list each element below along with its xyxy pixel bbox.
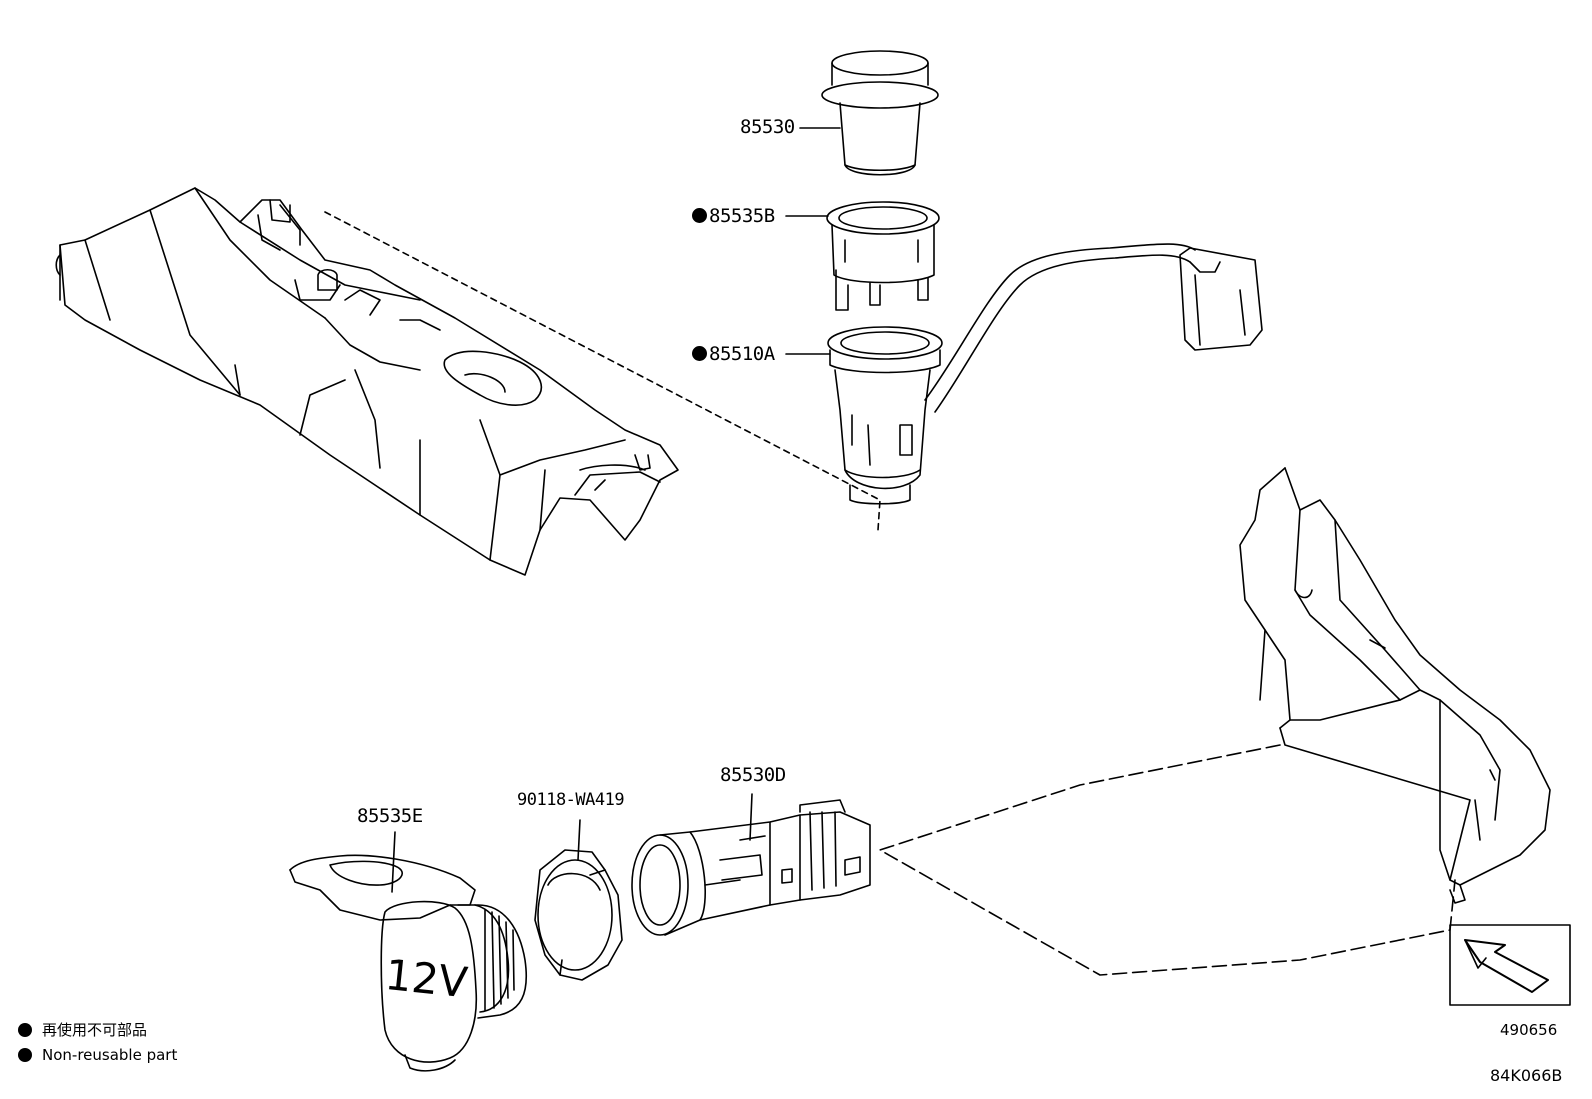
callout-85535b-row[interactable]: 85535B: [692, 205, 775, 227]
part-85535e-illustration: [289, 854, 527, 1072]
part-85530d-illustration: [631, 799, 871, 936]
callout-85535e[interactable]: 85535E: [357, 805, 423, 827]
callout-90118-wa419[interactable]: 90118-WA419: [517, 790, 625, 810]
leader-85530d: [749, 793, 753, 841]
diagram-id-code: 84K066B: [1490, 1066, 1563, 1085]
leader-85535e: [391, 831, 396, 893]
callout-85510a[interactable]: 85510A: [709, 343, 775, 365]
legend-dot-icon: [18, 1023, 32, 1037]
part-85510a-illustration: [827, 243, 1263, 505]
arrow-reference-code: 490656: [1500, 1021, 1558, 1039]
socket-12v-marking: 12V: [382, 950, 470, 1008]
dashed-leader-console: [324, 211, 881, 531]
callout-85510a-row[interactable]: 85510A: [692, 343, 775, 365]
legend-en-text: Non-reusable part: [42, 1046, 178, 1064]
part-85530-illustration: [821, 50, 939, 176]
rear-tray-illustration: [1239, 467, 1551, 904]
legend-en-row: Non-reusable part: [18, 1045, 177, 1065]
non-reusable-dot-icon: [692, 208, 707, 223]
leader-90118-wa419: [577, 819, 581, 861]
callout-85530[interactable]: 85530: [740, 116, 795, 138]
legend-jp-text: 再使用不可部品: [42, 1021, 148, 1039]
callout-85535b[interactable]: 85535B: [709, 205, 775, 227]
part-90118-wa419-illustration: [534, 849, 623, 981]
legend-dot-icon: [18, 1048, 32, 1062]
part-85535b-illustration: [826, 201, 940, 311]
center-console-illustration: [55, 187, 679, 576]
callout-85530d[interactable]: 85530D: [720, 764, 786, 786]
view-direction-arrow-box: [1449, 924, 1571, 1006]
non-reusable-dot-icon: [692, 346, 707, 361]
dashed-floor-outline: [879, 744, 1456, 976]
legend-jp-row: 再使用不可部品: [18, 1020, 147, 1040]
